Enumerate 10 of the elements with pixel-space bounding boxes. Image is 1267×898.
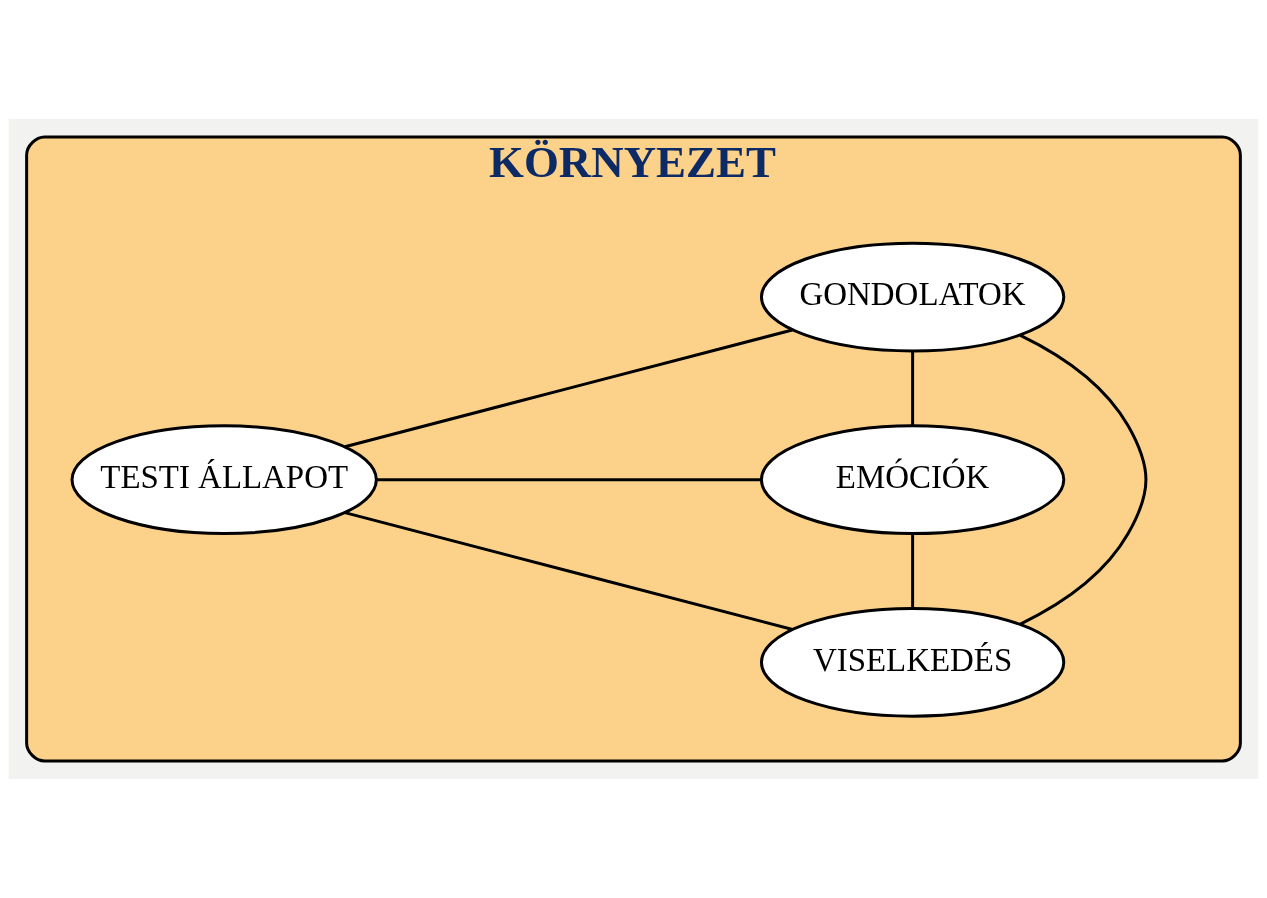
connector [911,533,915,608]
connector [376,478,762,482]
connector [1019,333,1148,626]
node-ellipse: EMÓCIÓK [759,424,1066,536]
connector [344,328,793,449]
node-ellipse: VISELKEDÉS [759,606,1066,718]
connector [911,351,915,426]
node-ellipse: TESTI ÁLLAPOT [70,424,378,536]
node-ellipse: GONDOLATOK [759,241,1066,353]
connector [344,511,793,631]
